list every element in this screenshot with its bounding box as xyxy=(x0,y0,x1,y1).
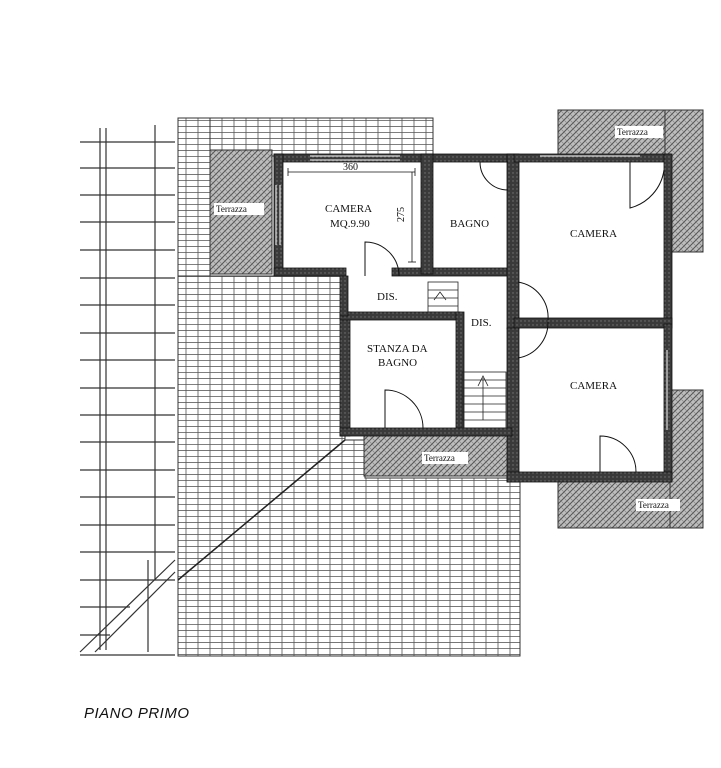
room-bagno-label: BAGNO xyxy=(450,218,489,230)
room-stanza-bagno-label: BAGNO xyxy=(378,357,417,369)
dim-width-label: 360 xyxy=(343,162,358,173)
room-camera-top-left-label: CAMERA xyxy=(325,203,372,215)
room-dis-label: DIS. xyxy=(377,291,398,303)
room-camera-top-left-area: MQ.9.90 xyxy=(330,218,370,230)
pergola xyxy=(79,125,176,656)
terrace-label-top-right: Terrazza xyxy=(617,127,648,137)
floor-caption: PIANO PRIMO xyxy=(84,705,190,722)
stairs xyxy=(427,281,507,429)
room-camera-right-top-label: CAMERA xyxy=(570,228,617,240)
terrace-label-left: Terrazza xyxy=(216,204,247,214)
room-camera-right-bottom-label: CAMERA xyxy=(570,380,617,392)
terrace-label-center: Terrazza xyxy=(424,453,455,463)
dimension-lines xyxy=(287,168,416,263)
room-dis-label: DIS. xyxy=(471,317,492,329)
doors xyxy=(364,161,665,473)
floor-plan: 360 275 CAMERA MQ.9.90 BAGNO CAMERA CAME… xyxy=(79,109,704,657)
roof-area xyxy=(177,117,521,657)
room-interiors xyxy=(283,162,664,472)
room-stanza-bagno-label: STANZA DA xyxy=(367,343,428,355)
windows xyxy=(275,155,668,430)
terrace-label-bottom-right: Terrazza xyxy=(638,500,669,510)
walls xyxy=(273,153,673,483)
dim-height-label: 275 xyxy=(396,207,407,222)
terrace-labels xyxy=(214,126,680,511)
